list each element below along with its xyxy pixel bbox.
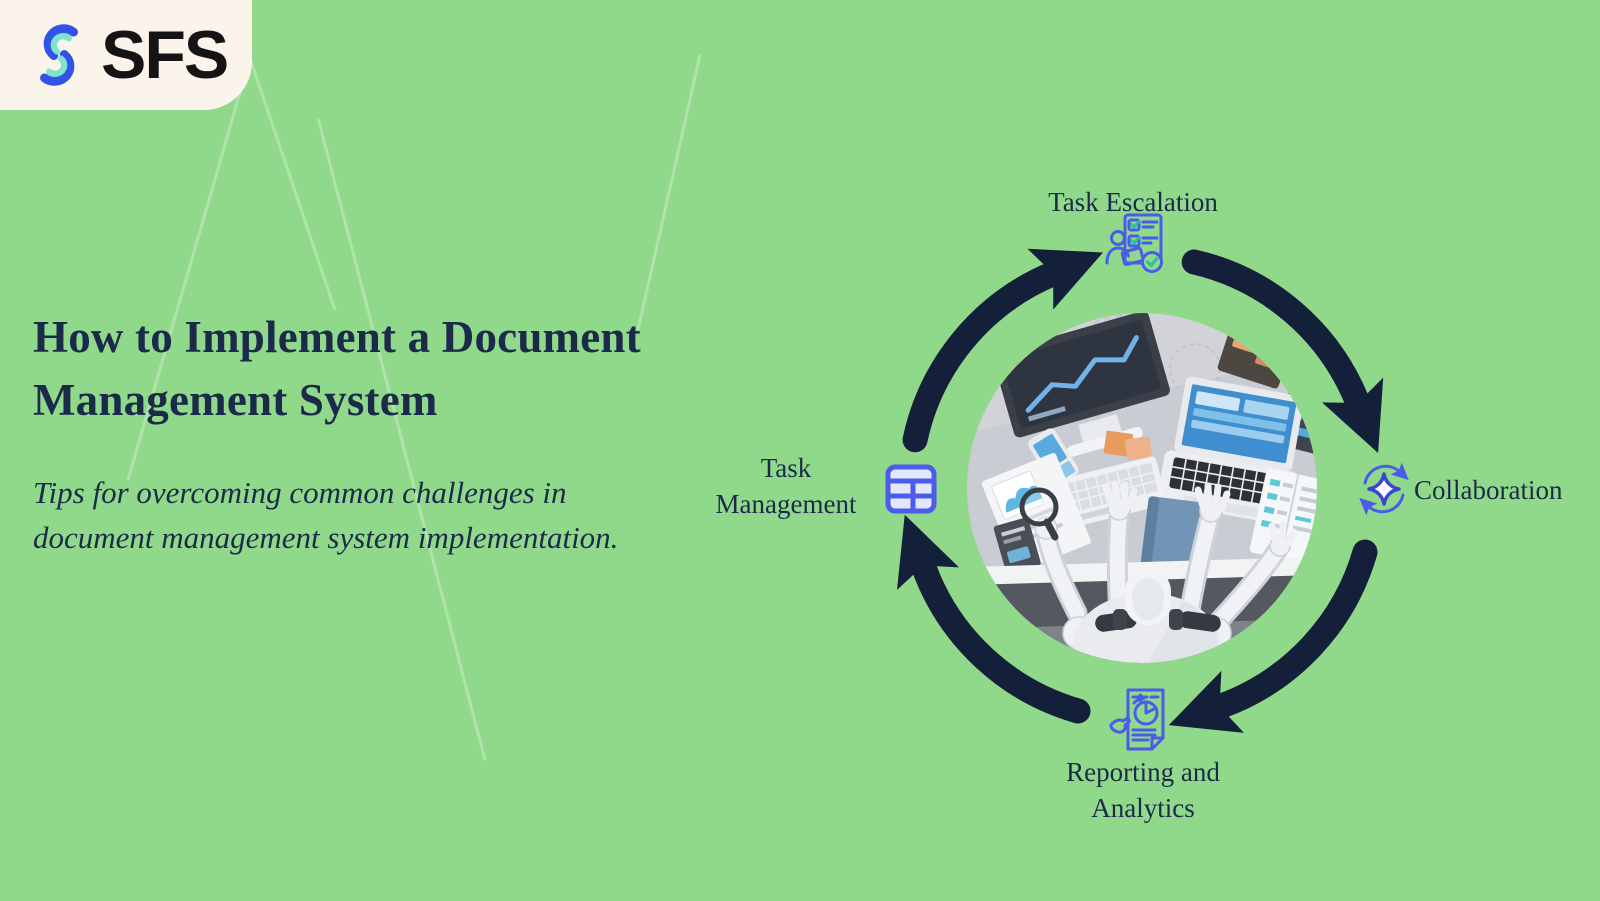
title-line-1: How to Implement a Document	[33, 312, 641, 362]
robot-workstation-image	[967, 313, 1317, 663]
reporting-analytics-icon	[1109, 688, 1165, 751]
label-reporting-line-2: Analytics	[1091, 793, 1195, 823]
label-task-mgmt-line-2: Management	[715, 489, 857, 519]
label-reporting-analytics: Reporting and Analytics	[1066, 754, 1220, 826]
page-subtitle: Tips for overcoming common challenges in…	[33, 470, 618, 560]
subtitle-line-2: document management system implementatio…	[33, 520, 619, 555]
collaboration-icon	[1359, 462, 1409, 516]
sfs-logo-icon	[40, 24, 78, 86]
task-management-icon	[885, 464, 937, 514]
title-line-2: Management System	[33, 375, 438, 425]
task-escalation-icon	[1105, 213, 1163, 273]
label-task-escalation: Task Escalation	[1048, 187, 1218, 217]
cycle-arrows	[896, 248, 1384, 733]
label-reporting-line-1: Reporting and	[1066, 757, 1220, 787]
logo-container: SFS	[0, 0, 252, 110]
page-title: How to Implement a Document Management S…	[33, 306, 641, 432]
label-task-mgmt-line-1: Task	[760, 453, 812, 483]
subtitle-line-1: Tips for overcoming common challenges in	[33, 475, 567, 510]
label-collaboration: Collaboration	[1414, 475, 1563, 505]
logo-text: SFS	[101, 17, 229, 93]
label-task-management: Task Management	[716, 450, 857, 522]
